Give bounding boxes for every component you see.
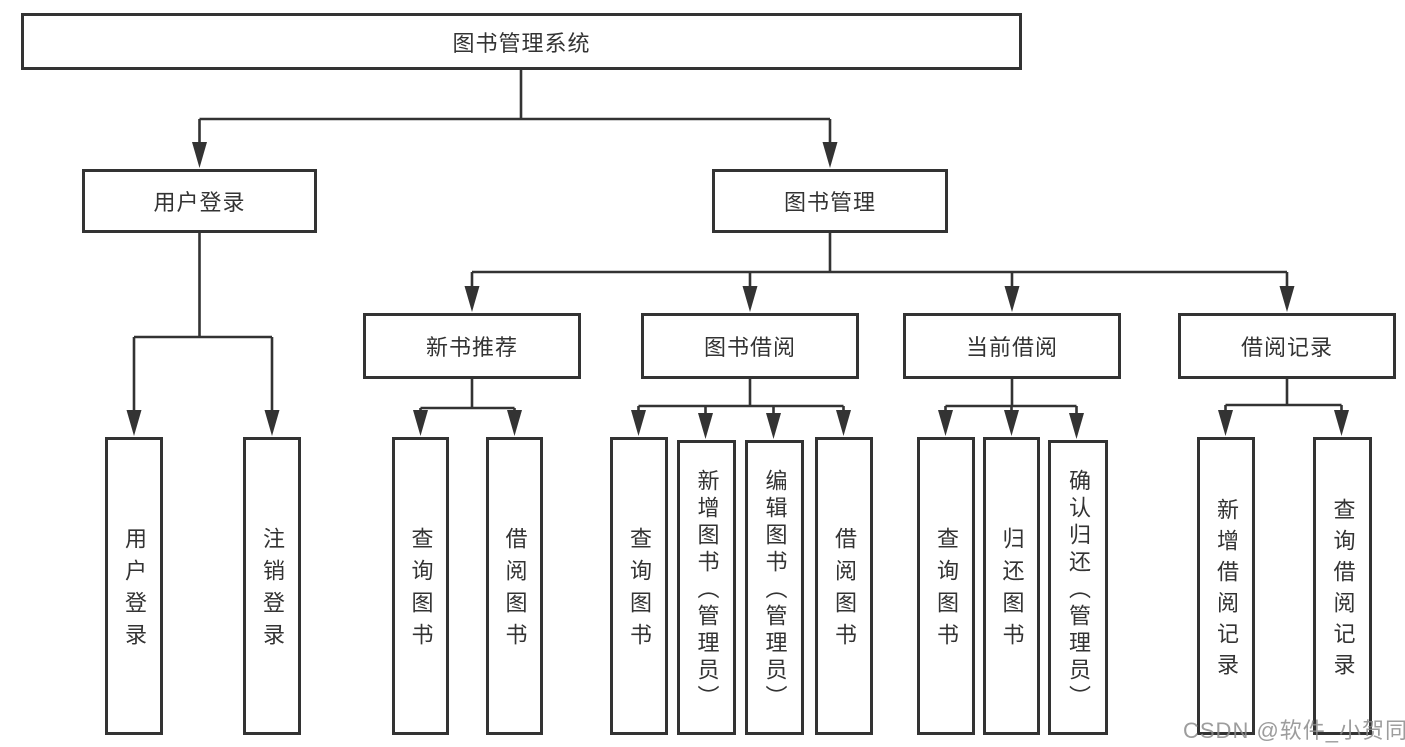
csdn-watermark: CSDN @软件_小贺同学 xyxy=(1183,718,1405,743)
leaf-bb-edit-books-admin-label: 编辑图书（管理员） xyxy=(762,468,788,712)
leaf-user-login-label: 用户登录 xyxy=(122,527,147,655)
node-current-borrow-label: 当前借阅 xyxy=(965,335,1058,360)
node-borrow-records: 借阅记录 xyxy=(1178,313,1396,379)
node-borrow-records-label: 借阅记录 xyxy=(1240,335,1333,360)
leaf-bb-add-books-admin: 新增图书（管理员） xyxy=(677,440,736,735)
leaf-bb-query-books: 查询图书 xyxy=(610,437,668,735)
leaf-nbr-borrow-books: 借阅图书 xyxy=(486,437,543,735)
leaf-bb-query-books-label: 查询图书 xyxy=(627,527,652,655)
leaf-br-add-record-label: 新增借阅记录 xyxy=(1214,497,1239,684)
node-book-management-label: 图书管理 xyxy=(783,190,876,215)
leaf-cb-query-books-label: 查询图书 xyxy=(934,527,959,655)
node-current-borrow: 当前借阅 xyxy=(903,313,1121,379)
node-root-label: 图书管理系统 xyxy=(452,30,591,56)
leaf-bb-edit-books-admin: 编辑图书（管理员） xyxy=(745,440,804,735)
leaf-nbr-query-books: 查询图书 xyxy=(392,437,449,735)
leaf-br-query-record: 查询借阅记录 xyxy=(1313,437,1372,735)
leaf-nbr-borrow-books-label: 借阅图书 xyxy=(502,527,528,655)
node-new-book-recommend: 新书推荐 xyxy=(363,313,581,379)
node-book-borrow-label: 图书借阅 xyxy=(703,335,796,360)
leaf-cb-return-books-label: 归还图书 xyxy=(999,527,1025,655)
node-user-login-label: 用户登录 xyxy=(153,190,246,215)
node-book-borrow: 图书借阅 xyxy=(641,313,859,379)
leaf-user-login: 用户登录 xyxy=(105,437,163,735)
leaf-logout-label: 注销登录 xyxy=(260,527,285,655)
leaf-br-add-record: 新增借阅记录 xyxy=(1197,437,1255,735)
leaf-cb-confirm-return-admin-label: 确认归还（管理员） xyxy=(1066,468,1091,712)
leaf-bb-borrow-books: 借阅图书 xyxy=(815,437,873,735)
leaf-cb-query-books: 查询图书 xyxy=(917,437,975,735)
leaf-br-query-record-label: 查询借阅记录 xyxy=(1330,497,1356,684)
node-user-login: 用户登录 xyxy=(82,169,317,233)
node-book-management: 图书管理 xyxy=(712,169,948,233)
leaf-nbr-query-books-label: 查询图书 xyxy=(408,527,434,655)
node-root: 图书管理系统 xyxy=(21,13,1022,70)
node-new-book-recommend-label: 新书推荐 xyxy=(425,335,518,360)
leaf-bb-add-books-admin-label: 新增图书（管理员） xyxy=(694,468,720,712)
leaf-cb-return-books: 归还图书 xyxy=(983,437,1040,735)
leaf-cb-confirm-return-admin: 确认归还（管理员） xyxy=(1048,440,1108,735)
leaf-bb-borrow-books-label: 借阅图书 xyxy=(832,527,857,655)
leaf-logout: 注销登录 xyxy=(243,437,301,735)
